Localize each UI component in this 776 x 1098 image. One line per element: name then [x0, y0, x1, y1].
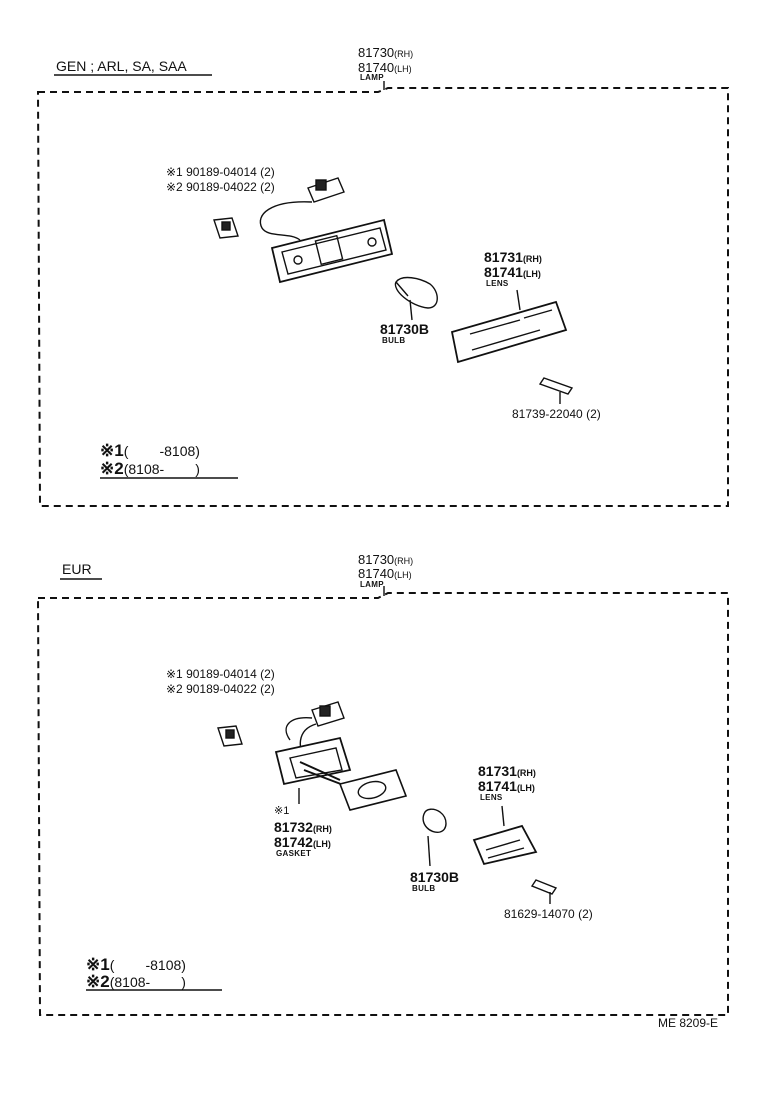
top-legend-row-1: ※1( -8108): [100, 441, 200, 460]
bottom-section-label: EUR: [62, 561, 92, 577]
bottom-legend-row-1: ※1( -8108): [86, 955, 186, 974]
bottom-gasket-rh-label: 81732(RH): [274, 819, 332, 835]
bottom-gasket-caption: GASKET: [276, 849, 312, 858]
lens-icon: [450, 289, 568, 364]
bottom-lamp-lh-label: 81740(LH): [358, 566, 412, 581]
drawing-code: ME 8209-E: [658, 1016, 719, 1030]
top-screw-part: 81739-22040 (2): [512, 407, 601, 421]
bottom-parts: [60, 578, 558, 991]
screw-icon: [530, 879, 558, 904]
bottom-legend-row-2: ※2(8108- ): [86, 972, 186, 991]
top-section-label: GEN ; ARL, SA, SAA: [56, 58, 187, 74]
top-lamp-caption: LAMP: [360, 73, 384, 82]
top-legend-row-2: ※2(8108- ): [100, 459, 200, 478]
top-lamp-lh-label: 81740(LH): [358, 60, 412, 75]
gasket-icon: [298, 769, 408, 811]
bulb-icon: [422, 808, 447, 867]
bottom-screw-part: 81629-14070 (2): [504, 907, 593, 921]
bottom-lens-caption: LENS: [480, 793, 503, 802]
top-socket-part-1: ※1 90189-04014 (2): [166, 165, 275, 179]
lamp-housing-icon: [270, 218, 394, 284]
top-bulb-caption: BULB: [382, 336, 406, 345]
connector-icon: [259, 177, 345, 241]
top-lens-lh-label: 81741(LH): [484, 264, 541, 280]
top-parts: [54, 74, 574, 479]
top-lamp-rh-label: 81730(RH): [358, 45, 414, 60]
socket-clip-icon: [213, 217, 239, 239]
bottom-bulb-caption: BULB: [412, 884, 436, 893]
connector-icon: [285, 701, 345, 761]
socket-clip-icon: [217, 725, 243, 747]
top-bulb-part: 81730B: [380, 321, 430, 337]
top-lens-rh-label: 81731(RH): [484, 249, 542, 265]
bottom-gasket-lh-label: 81742(LH): [274, 834, 331, 850]
top-frame: [36, 87, 729, 507]
bottom-lamp-caption: LAMP: [360, 580, 384, 589]
bottom-lamp-rh-label: 81730(RH): [358, 552, 414, 567]
bottom-bulb-part: 81730B: [410, 869, 460, 885]
bottom-frame: [36, 592, 729, 1016]
top-socket-part-2: ※2 90189-04022 (2): [166, 180, 275, 194]
bottom-gasket-mark: ※1: [274, 805, 290, 817]
bulb-icon: [394, 276, 438, 321]
bottom-lens-rh-label: 81731(RH): [478, 763, 536, 779]
lamp-housing-icon: [274, 736, 352, 787]
bottom-socket-part-2: ※2 90189-04022 (2): [166, 682, 275, 696]
lens-icon: [472, 805, 538, 866]
bottom-lens-lh-label: 81741(LH): [478, 778, 535, 794]
top-lens-caption: LENS: [486, 279, 509, 288]
screw-icon: [538, 377, 574, 404]
bottom-socket-part-1: ※1 90189-04014 (2): [166, 667, 275, 681]
